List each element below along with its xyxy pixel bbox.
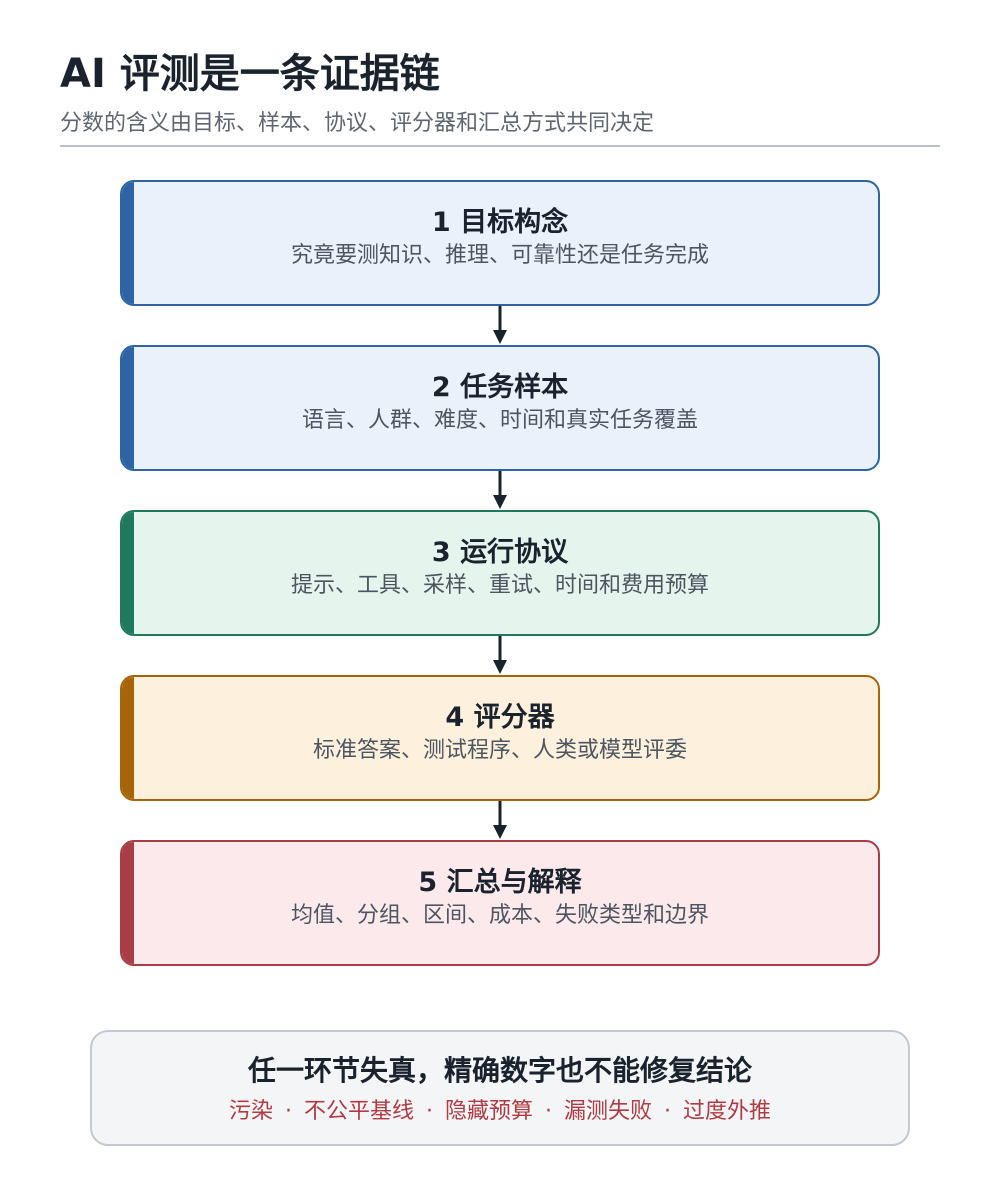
step-accent-bar — [122, 512, 134, 634]
step-title: 4 评分器 — [445, 702, 555, 733]
pitfall-separator: · — [425, 1099, 433, 1124]
step-box-task-sample: 2 任务样本 语言、人群、难度、时间和真实任务覆盖 — [120, 345, 880, 471]
step-accent-bar — [122, 677, 134, 799]
pitfall-item: 过度外推 — [683, 1099, 772, 1124]
conclusion-callout: 任一环节失真，精确数字也不能修复结论 污染 · 不公平基线 · 隐藏预算 · 漏测失败 · 过度… — [90, 1030, 910, 1146]
step-title: 3 运行协议 — [431, 537, 569, 568]
step-description: 均值、分组、区间、成本、失败类型和边界 — [290, 903, 709, 928]
step-accent-bar — [122, 842, 134, 964]
step-box-aggregation: 5 汇总与解释 均值、分组、区间、成本、失败类型和边界 — [120, 840, 880, 966]
pitfall-item: 隐藏预算 — [444, 1099, 533, 1124]
step-title: 1 目标构念 — [431, 207, 569, 238]
pitfall-item: 不公平基线 — [303, 1099, 414, 1124]
step-description: 标准答案、测试程序、人类或模型评委 — [312, 738, 687, 763]
step-accent-bar — [122, 347, 134, 469]
flow-arrow-icon — [493, 306, 507, 344]
pitfall-item: 污染 — [228, 1099, 273, 1124]
step-description: 提示、工具、采样、重试、时间和费用预算 — [290, 573, 709, 598]
step-accent-bar — [122, 182, 134, 304]
pitfall-item: 漏测失败 — [564, 1099, 653, 1124]
pitfall-separator: · — [664, 1099, 672, 1124]
header-divider — [60, 145, 940, 147]
pitfall-list: 污染 · 不公平基线 · 隐藏预算 · 漏测失败 · 过度外推 — [92, 1096, 908, 1128]
step-description: 语言、人群、难度、时间和真实任务覆盖 — [301, 408, 698, 433]
page-subtitle: 分数的含义由目标、样本、协议、评分器和汇总方式共同决定 — [60, 111, 655, 136]
flow-arrow-icon — [493, 471, 507, 509]
conclusion-title: 任一环节失真，精确数字也不能修复结论 — [247, 1054, 752, 1087]
flow-arrow-icon — [493, 801, 507, 839]
step-description: 究竟要测知识、推理、可靠性还是任务完成 — [290, 243, 709, 268]
pitfall-separator: · — [284, 1099, 292, 1124]
page-title: AI 评测是一条证据链 — [60, 51, 440, 97]
pitfall-separator: · — [545, 1099, 552, 1124]
step-box-target-construct: 1 目标构念 究竟要测知识、推理、可靠性还是任务完成 — [120, 180, 880, 306]
step-box-grader: 4 评分器 标准答案、测试程序、人类或模型评委 — [120, 675, 880, 801]
step-title: 5 汇总与解释 — [418, 867, 582, 898]
step-title: 2 任务样本 — [431, 372, 569, 403]
flow-arrow-icon — [493, 636, 507, 674]
step-box-run-protocol: 3 运行协议 提示、工具、采样、重试、时间和费用预算 — [120, 510, 880, 636]
